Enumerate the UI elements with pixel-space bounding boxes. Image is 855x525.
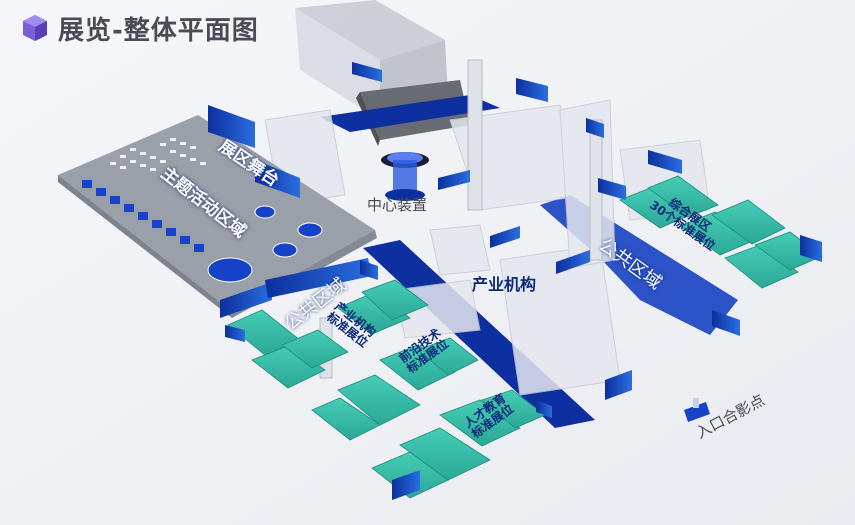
entrance-kiosk: [684, 398, 710, 422]
teal-booths-left: [227, 279, 546, 499]
stage-round-pods: [207, 205, 323, 283]
signage-screens: [220, 62, 822, 500]
zone-label-center-installation: 中心装置: [367, 196, 428, 214]
page-title: 展览-整体平面图: [20, 10, 259, 46]
teal-booths-right: [619, 175, 823, 289]
audience-seats: [110, 138, 206, 171]
page-title-text: 展览-整体平面图: [58, 15, 259, 46]
stage-side-blocks: [82, 180, 204, 252]
stage-platform: [58, 115, 375, 310]
zone-label-industry-org: 产业机构: [472, 275, 537, 294]
purple-cube-icon: [23, 15, 47, 41]
top-corridor: [320, 95, 500, 132]
stage-screens: [208, 105, 300, 198]
rear-building: [295, 0, 470, 146]
center-installation: [381, 152, 429, 201]
